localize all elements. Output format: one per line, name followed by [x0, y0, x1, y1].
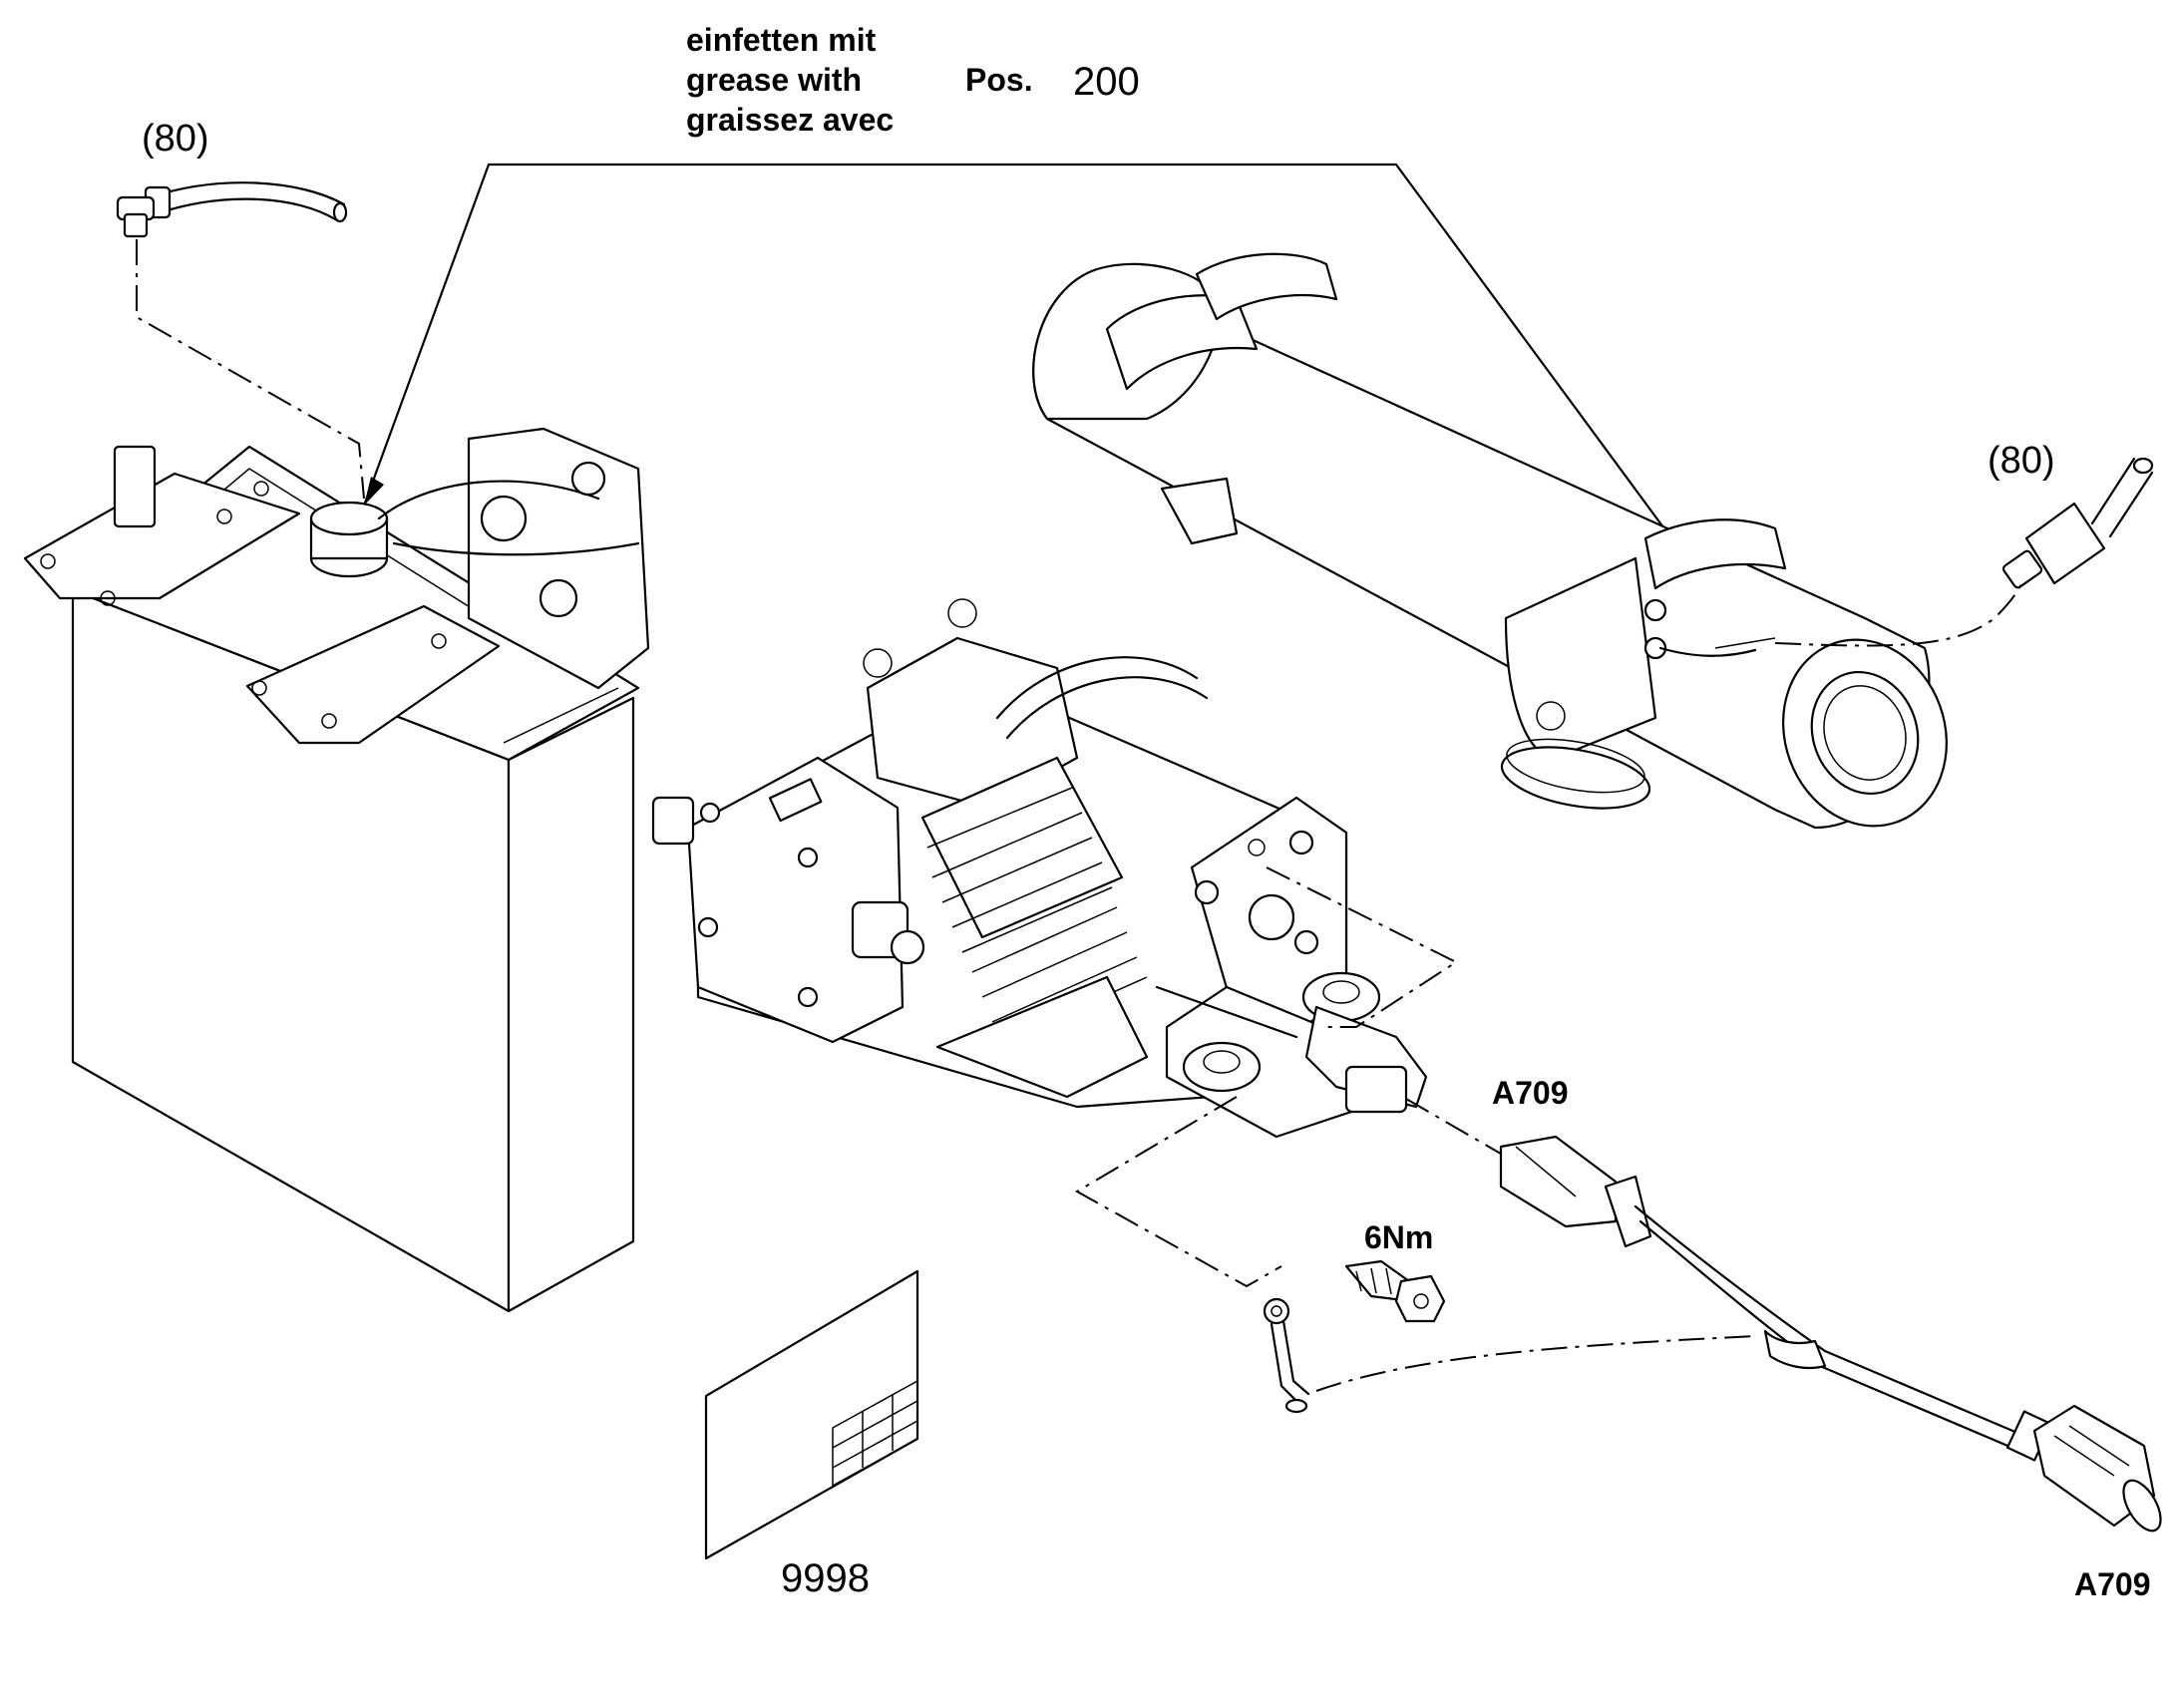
ground-lead-drawing: [1263, 1297, 1310, 1414]
cable-harness-drawing: [1499, 1135, 2162, 1533]
ground-wire-leader: [1315, 1335, 1756, 1392]
hose-left-leader: [136, 239, 365, 500]
hose-right-drawing: [2001, 457, 2154, 589]
hose-right-ref: (80): [1988, 440, 2055, 482]
hose-right-leader: [1774, 577, 2025, 647]
grease-note-line-fr: graissez avec: [686, 102, 895, 138]
document-ref: 9998: [781, 1556, 870, 1600]
connector-ref-bottom: A709: [2074, 1566, 2151, 1602]
torque-spec: 6Nm: [1364, 1219, 1434, 1255]
grease-note-line-en: grease with: [686, 62, 863, 98]
pump-mount-leader: [1266, 866, 1459, 1028]
plug-leader: [1405, 1098, 1507, 1158]
heat-exchanger-drawing: [1032, 252, 1948, 830]
ground-leader: [1074, 1096, 1282, 1288]
connector-ref-top: A709: [1492, 1075, 1569, 1111]
position-value: 200: [1073, 60, 1140, 104]
position-label: Pos.: [965, 62, 1033, 98]
hose-left-drawing: [116, 181, 348, 238]
grease-note-line-de: einfetten mit: [686, 22, 877, 58]
hose-left-ref: (80): [142, 118, 209, 160]
tank-drawing: [23, 427, 650, 1313]
document-sheet-drawing: [704, 1269, 919, 1560]
dosing-pump-drawing: [651, 598, 1428, 1139]
screw-drawing: [1344, 1259, 1446, 1323]
